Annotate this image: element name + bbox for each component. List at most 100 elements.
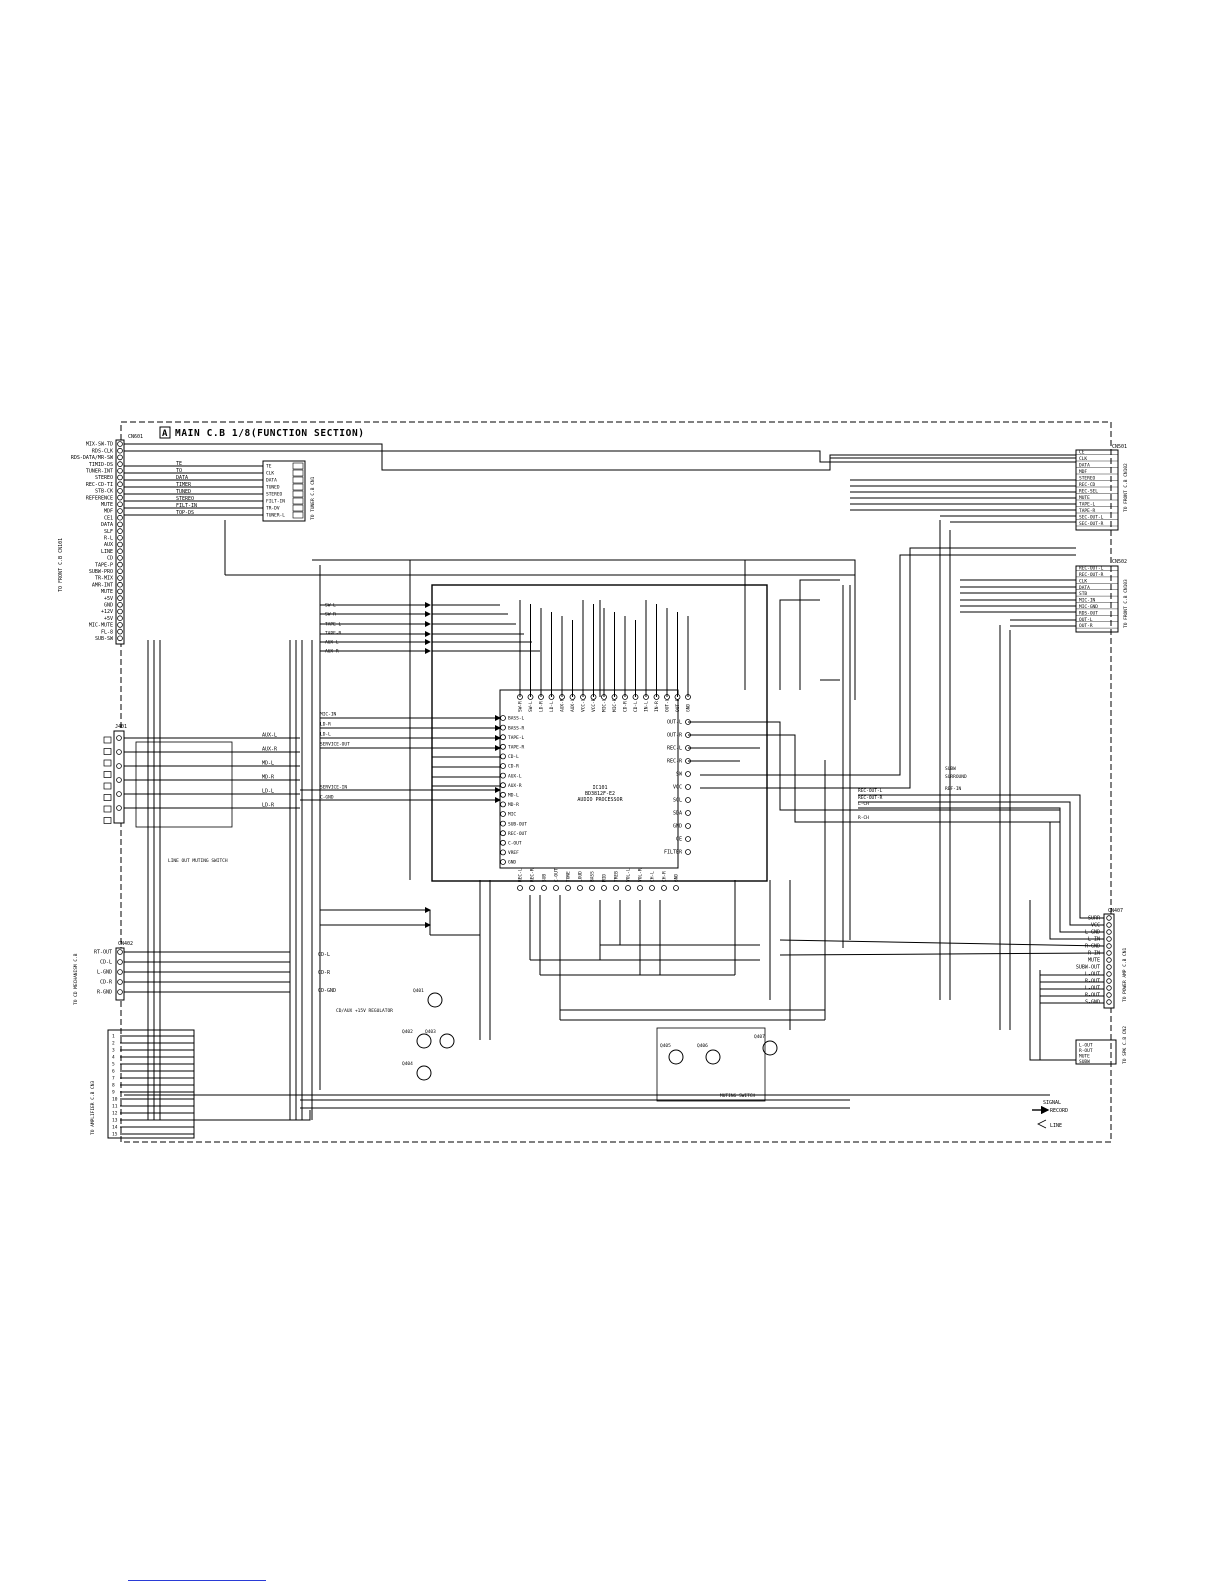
connector-pin-label: TIMID-DS bbox=[89, 462, 113, 468]
tuner-pin-label: CLK bbox=[266, 471, 274, 477]
right-bottom-pin bbox=[1106, 992, 1112, 998]
line-out-muting-label: LINE OUT MUTING SWITCH bbox=[168, 858, 228, 864]
connector-pin-label: MDF bbox=[104, 509, 113, 515]
ic-pin-label: AUX-L bbox=[508, 773, 522, 779]
right-bottom-pin-label: L-GND bbox=[1085, 930, 1100, 936]
ic-pin-label: IN-L bbox=[644, 701, 650, 712]
right-bottom-connector-ref: CN407 bbox=[1108, 908, 1123, 914]
aux-net-label: AUX-R bbox=[262, 747, 278, 753]
aux-connector-ref: J401 bbox=[115, 724, 127, 730]
ic-pin bbox=[553, 885, 559, 891]
left-bus-label: MIC-IN bbox=[320, 712, 337, 718]
ic-pin-label: SUB-OUT bbox=[508, 821, 527, 827]
amp-pin-number: 8 bbox=[112, 1083, 115, 1089]
ic-pin-label: MIC bbox=[508, 812, 516, 818]
jack-symbol bbox=[103, 748, 112, 755]
ic-pin-label: OUT-L bbox=[665, 698, 671, 712]
right-bottom-pin bbox=[1106, 915, 1112, 921]
connector-pin bbox=[117, 581, 123, 588]
cd-pin-label: L-GND bbox=[97, 970, 112, 976]
left-bus-label: TAPE-R bbox=[325, 631, 342, 637]
tuner-box-label: TO TUNER C.B CN1 bbox=[310, 476, 316, 520]
right-pin-label: RDS-OUT bbox=[1079, 610, 1098, 616]
transistor-symbol bbox=[416, 1033, 432, 1049]
connector-pin bbox=[117, 561, 123, 568]
right-pin-label: REC-OUT-L bbox=[1079, 566, 1104, 572]
connector-pin-label: SUB-SW bbox=[95, 636, 114, 642]
right-bottom-pin-label: R-GND bbox=[1085, 944, 1100, 950]
right-bottom-connector: CN407 TO POWER AMP C.B CN1 SURRVCCL-GNDL… bbox=[1076, 908, 1128, 1009]
tuner-net-label: TUNED bbox=[176, 489, 191, 495]
tuner-pin-box bbox=[292, 469, 304, 477]
ic-pin-label: MD-L bbox=[508, 793, 519, 799]
connector-pin-label: +12V bbox=[101, 609, 113, 615]
cd-pin bbox=[117, 959, 123, 965]
cd-connector-label: TO CD MECHANISM C.B bbox=[73, 953, 79, 1005]
aux-net-label: MD-L bbox=[262, 761, 274, 767]
right-mid-connector-label: TO FRONT C.B CN103 bbox=[1123, 579, 1129, 628]
ic-pin-label: SCL bbox=[673, 798, 682, 804]
cd-pin-label: CD-R bbox=[100, 980, 113, 986]
amp-pin-number: 10 bbox=[112, 1097, 118, 1103]
ic-pin-label: GND bbox=[674, 874, 680, 882]
cd-connector-ref: CN402 bbox=[118, 941, 133, 947]
tuner-pin-box bbox=[292, 497, 304, 505]
wire bbox=[312, 559, 856, 700]
connector-pin-label: TR-MIX bbox=[95, 576, 113, 582]
speaker-pin-label: MUTE bbox=[1079, 1054, 1090, 1060]
right-top-connector: CN501 TO FRONT C.B CN102 CECLKDATAMDFSTE… bbox=[1075, 444, 1129, 531]
wiring bbox=[124, 443, 1105, 1121]
right-net-label: REC-OUT-R bbox=[858, 795, 883, 801]
ic-pin-label: TREB bbox=[614, 871, 620, 882]
left-bus-label: SW-R bbox=[325, 612, 336, 618]
right-pin-label: DATA bbox=[1079, 463, 1090, 469]
ic-pin-label: C-OUT bbox=[554, 868, 560, 882]
ic-pin bbox=[500, 715, 506, 721]
connector-pin-label: TAPE-P bbox=[95, 562, 113, 568]
tuner-pin-label: DATA bbox=[266, 478, 277, 484]
connector-pin bbox=[117, 628, 123, 635]
ic-pin bbox=[577, 885, 583, 891]
tuner-pin-box bbox=[292, 511, 304, 519]
connector-pin bbox=[117, 521, 123, 528]
amplifier-cn-box: TO AMPLIFIER C.B CN3 1234567891011121314… bbox=[90, 1029, 195, 1139]
cd-net-label: CD-R bbox=[318, 970, 331, 976]
right-bottom-pin-label: VCC bbox=[1091, 923, 1100, 929]
ic-pin bbox=[541, 885, 547, 891]
right-net-label: REF-IN bbox=[945, 786, 962, 792]
ic-pin-label: GND bbox=[673, 824, 682, 830]
ic-pin bbox=[565, 885, 571, 891]
ic-pin-label: SW-R bbox=[518, 701, 524, 712]
ic-pin-label: REC-R bbox=[530, 868, 536, 882]
connector-pin bbox=[117, 568, 123, 575]
connector-pin-label: R-L bbox=[104, 536, 113, 542]
cd-pin bbox=[117, 979, 123, 985]
tuner-pin-label: TUNED bbox=[266, 485, 280, 491]
ic-pin bbox=[685, 823, 691, 829]
right-bottom-pin bbox=[1106, 957, 1112, 963]
transistor-ref: Q407 bbox=[754, 1034, 765, 1040]
wire bbox=[858, 794, 1104, 919]
ic-pin bbox=[500, 839, 506, 846]
right-net-label: REC-OUT-L bbox=[858, 788, 883, 794]
right-bottom-pin bbox=[1106, 978, 1112, 984]
ic-pin-label: CD-R bbox=[623, 701, 629, 712]
right-pin-label: STEREO bbox=[1079, 476, 1096, 482]
ic-pin-label: AUX-R bbox=[560, 698, 566, 712]
right-pin-label: TAPE-L bbox=[1079, 502, 1096, 508]
ic-pin bbox=[685, 797, 691, 803]
ic-pin bbox=[685, 784, 691, 790]
ic-pin-label: CD-R bbox=[508, 764, 519, 770]
aux-pin bbox=[116, 791, 122, 797]
legend-line2: RECORD bbox=[1050, 1108, 1068, 1114]
right-top-connector-label: TO FRONT C.B CN102 bbox=[1123, 463, 1129, 512]
amp-pin-number: 2 bbox=[112, 1041, 115, 1047]
right-pin-label: MIC-GND bbox=[1079, 604, 1098, 610]
ic-pin-label: BASS-R bbox=[508, 725, 525, 731]
right-pin-label: CLK bbox=[1079, 456, 1087, 462]
tuner-net-label: DATA bbox=[176, 475, 188, 481]
right-pin-label: SEC-OUT-R bbox=[1079, 521, 1104, 527]
ic-pin bbox=[500, 753, 506, 760]
transistor-symbol bbox=[439, 1033, 455, 1049]
ic-pin-label: VOL-L bbox=[626, 868, 632, 882]
